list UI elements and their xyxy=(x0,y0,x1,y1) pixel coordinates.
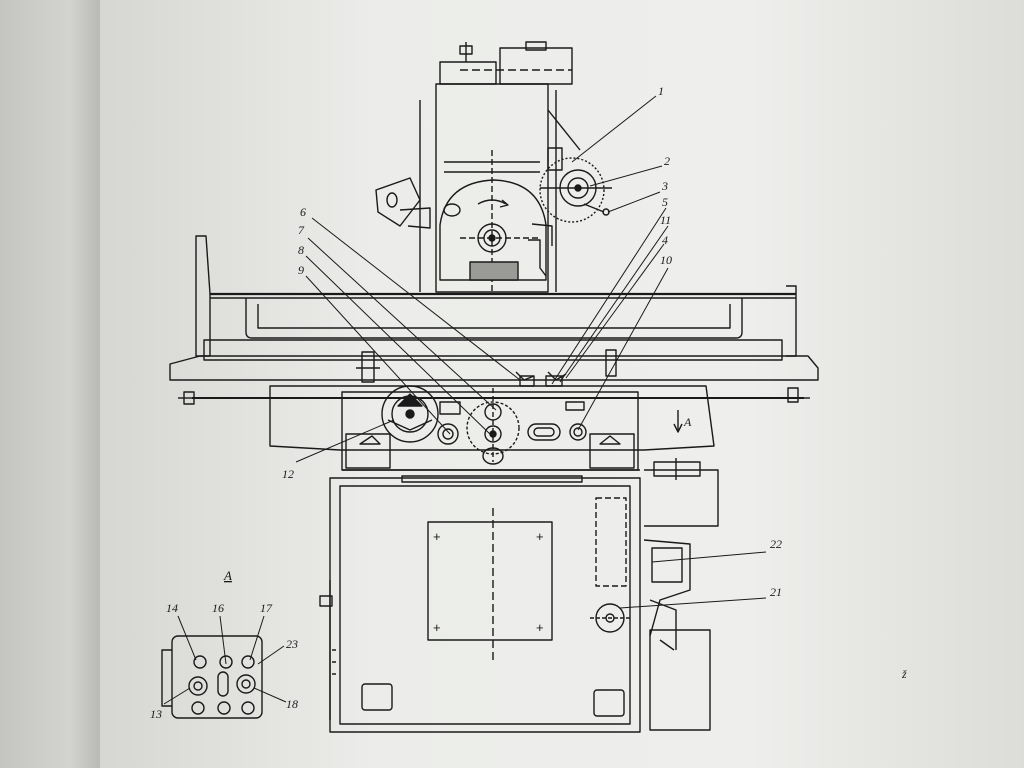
callout-8: 8 xyxy=(298,243,304,257)
svg-text:+: + xyxy=(536,529,544,544)
callout-14: 14 xyxy=(166,601,178,615)
callout-4: 4 xyxy=(662,233,668,247)
section-title-a: А xyxy=(223,568,232,583)
callout-9: 9 xyxy=(298,263,304,277)
machine-base: + + + + xyxy=(319,458,719,733)
callout-5: 5 xyxy=(662,195,668,209)
callout-7: 7 xyxy=(298,223,305,237)
svg-text:+: + xyxy=(433,620,441,635)
callout-11: 11 xyxy=(660,213,671,227)
callout-12: 12 xyxy=(282,467,294,481)
callout-13: 13 xyxy=(150,707,162,721)
saddle-control-panel xyxy=(269,371,715,471)
callout-10: 10 xyxy=(660,253,672,267)
detail-view-a xyxy=(161,635,263,719)
worktable xyxy=(169,235,819,405)
svg-text:+: + xyxy=(536,620,544,635)
callout-labels: 1 2 3 5 11 4 10 6 7 8 9 12 22 21 14 16 1… xyxy=(150,84,907,721)
stray-mark: ž xyxy=(901,667,907,681)
callout-3: 3 xyxy=(661,179,668,193)
feed-handwheel xyxy=(539,147,612,223)
view-arrow-label: А xyxy=(683,415,692,429)
callout-2: 2 xyxy=(664,154,670,168)
callout-22: 22 xyxy=(770,537,782,551)
svg-text:+: + xyxy=(433,529,441,544)
callout-17: 17 xyxy=(260,601,273,615)
grinding-head xyxy=(375,83,581,293)
motor-top xyxy=(439,41,573,85)
left-page-margin xyxy=(0,0,100,768)
callout-21: 21 xyxy=(770,585,782,599)
callout-6: 6 xyxy=(300,205,306,219)
leader-lines xyxy=(163,95,767,705)
callout-23: 23 xyxy=(286,637,298,651)
callout-1: 1 xyxy=(658,84,664,98)
callout-16: 16 xyxy=(212,601,224,615)
callout-18: 18 xyxy=(286,697,298,711)
